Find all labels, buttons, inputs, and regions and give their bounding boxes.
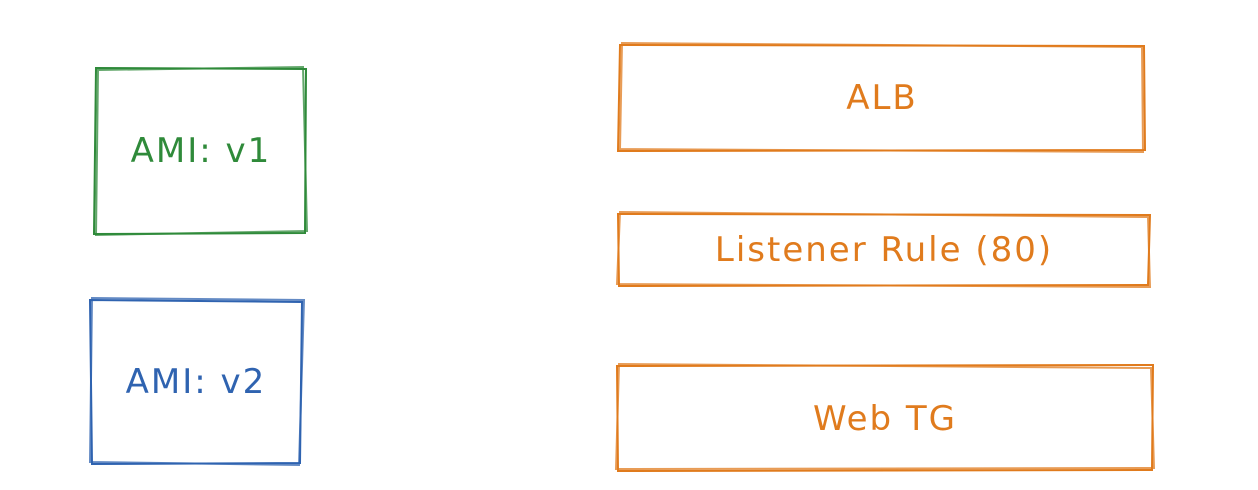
alb-label: ALB xyxy=(846,78,918,118)
web-tg-label: Web TG xyxy=(812,398,958,439)
listener-rule-box: Listener Rule (80) xyxy=(618,214,1150,286)
alb-box-outline xyxy=(616,41,1147,154)
web-tg-box-outline xyxy=(614,362,1156,473)
ami-v1-label: AMI: v1 xyxy=(130,131,272,171)
web-tg-box: Web TG xyxy=(617,366,1153,471)
ami-v2-box-outline xyxy=(88,296,306,467)
listener-rule-label: Listener Rule (80) xyxy=(714,230,1054,270)
alb-box: ALB xyxy=(620,45,1144,151)
ami-v2-label: AMI: v2 xyxy=(125,362,267,402)
ami-v1-box: AMI: v1 xyxy=(96,68,306,234)
listener-rule-box-outline xyxy=(615,210,1152,289)
ami-v1-box-outline xyxy=(92,65,309,237)
ami-v2-box: AMI: v2 xyxy=(90,300,302,464)
